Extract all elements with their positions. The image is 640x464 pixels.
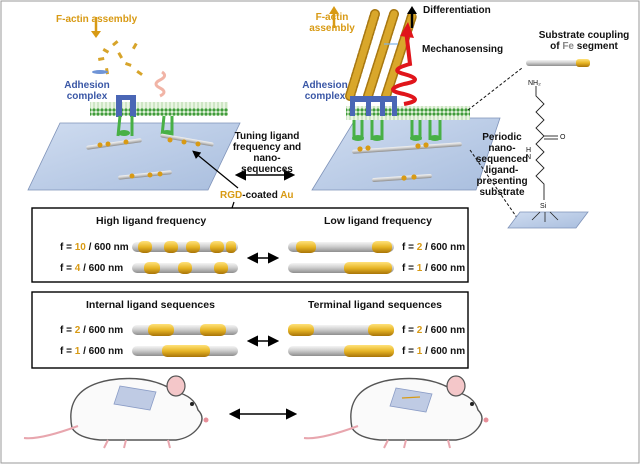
high-frequency-title: High ligand frequency xyxy=(96,215,207,227)
f-prefix: f = xyxy=(60,346,75,357)
freq-unit: / 600 nm xyxy=(422,242,466,253)
chem-nh2: NH₂ xyxy=(528,80,541,87)
mouse-left xyxy=(23,375,209,449)
adhesion-label-left: Adhesion complex xyxy=(64,80,110,102)
seq-unit: / 600 nm xyxy=(80,325,124,336)
f-prefix: f = xyxy=(60,325,75,336)
sequence-rods xyxy=(132,324,394,357)
freq-value: 1 xyxy=(416,263,423,274)
membrane-left xyxy=(90,102,228,116)
substrate-coupling-prefix: Substrate coupling of xyxy=(538,30,630,52)
low-frequency-title: Low ligand frequency xyxy=(324,215,432,227)
seq-unit: / 600 nm xyxy=(422,325,466,336)
mechanosensing-faint xyxy=(154,70,167,98)
linker-rod xyxy=(526,60,588,66)
substrate-coupling-label: Substrate coupling of Fe segment xyxy=(536,30,632,52)
integrins-right xyxy=(352,120,442,140)
mechanosensing-coil xyxy=(391,29,417,106)
rgd-text: RGD xyxy=(220,190,243,201)
terminal-sequences-title: Terminal ligand sequences xyxy=(308,299,443,311)
rgd-pointer-arrow xyxy=(192,150,239,189)
seq-value: 2 xyxy=(416,325,423,336)
factin-label-right: F-actin assembly xyxy=(309,12,355,34)
sequence-box xyxy=(31,291,469,369)
freq-unit: / 600 nm xyxy=(422,263,466,274)
frequency-box xyxy=(31,207,469,283)
freq-unit: / 600 nm xyxy=(85,242,129,253)
substrate-rods-left xyxy=(86,133,214,180)
adhesion-complex-right xyxy=(350,96,397,116)
chem-si: Si xyxy=(540,203,547,210)
seq-unit: / 600 nm xyxy=(80,346,124,357)
f-prefix: f = xyxy=(60,242,75,253)
zoom-line-top xyxy=(467,67,523,111)
substrate-rods-right xyxy=(352,142,462,182)
differentiation-label: Differentiation xyxy=(423,5,491,16)
seq-row2-right: f = 1 / 600 nm xyxy=(402,346,465,357)
f-prefix: f = xyxy=(402,242,417,253)
mechanosensing-label: Mechanosensing xyxy=(422,44,504,55)
f-prefix: f = xyxy=(402,325,417,336)
f-prefix: f = xyxy=(402,346,417,357)
seq-row1-left: f = 2 / 600 nm xyxy=(60,325,123,336)
adhesion-complex-left xyxy=(116,95,174,137)
factin-label-left: F-actin assembly xyxy=(56,14,137,25)
adhesion-label-right: Adhesion complex xyxy=(302,80,348,102)
seq-row1-right: f = 2 / 600 nm xyxy=(402,325,465,336)
chem-nh: H N xyxy=(526,147,532,161)
seq-value: 2 xyxy=(74,325,81,336)
chem-substrate xyxy=(507,211,589,229)
rgd-label: RGD-coated Au xyxy=(220,190,294,201)
mouse-right xyxy=(303,375,489,449)
chem-o: O xyxy=(560,134,566,141)
f-prefix: f = xyxy=(402,263,417,274)
freq-value: 4 xyxy=(74,263,81,274)
f-prefix: f = xyxy=(60,263,75,274)
seq-value: 1 xyxy=(416,346,423,357)
rgd-metal-text: Au xyxy=(280,190,294,201)
internal-sequences-title: Internal ligand sequences xyxy=(86,299,215,311)
seq-row2-left: f = 1 / 600 nm xyxy=(60,346,123,357)
seq-unit: / 600 nm xyxy=(422,346,466,357)
freq-row2-right: f = 1 / 600 nm xyxy=(402,263,465,274)
substrate-metal: Fe xyxy=(562,41,574,52)
freq-row1-right: f = 2 / 600 nm xyxy=(402,242,465,253)
freq-value: 2 xyxy=(416,242,423,253)
seq-value: 1 xyxy=(74,346,81,357)
membrane-right xyxy=(346,106,470,120)
frequency-rods xyxy=(132,241,394,274)
freq-unit: / 600 nm xyxy=(80,263,124,274)
substrate-coupling-suffix: segment xyxy=(573,41,618,52)
substrate-left xyxy=(27,122,241,191)
periodic-label: Periodic nano-sequenced ligand-presentin… xyxy=(475,132,529,198)
freq-row2-left: f = 4 / 600 nm xyxy=(60,263,123,274)
freq-value: 10 xyxy=(74,242,86,253)
factin-left-text: F-actin assembly xyxy=(56,14,138,25)
tuning-label: Tuning ligand frequency and nano-sequenc… xyxy=(232,131,302,175)
rgd-middle-text: -coated xyxy=(242,190,281,201)
freq-row1-left: f = 10 / 600 nm xyxy=(60,242,129,253)
fragment-blue xyxy=(92,70,108,74)
chem-chain xyxy=(535,86,545,200)
